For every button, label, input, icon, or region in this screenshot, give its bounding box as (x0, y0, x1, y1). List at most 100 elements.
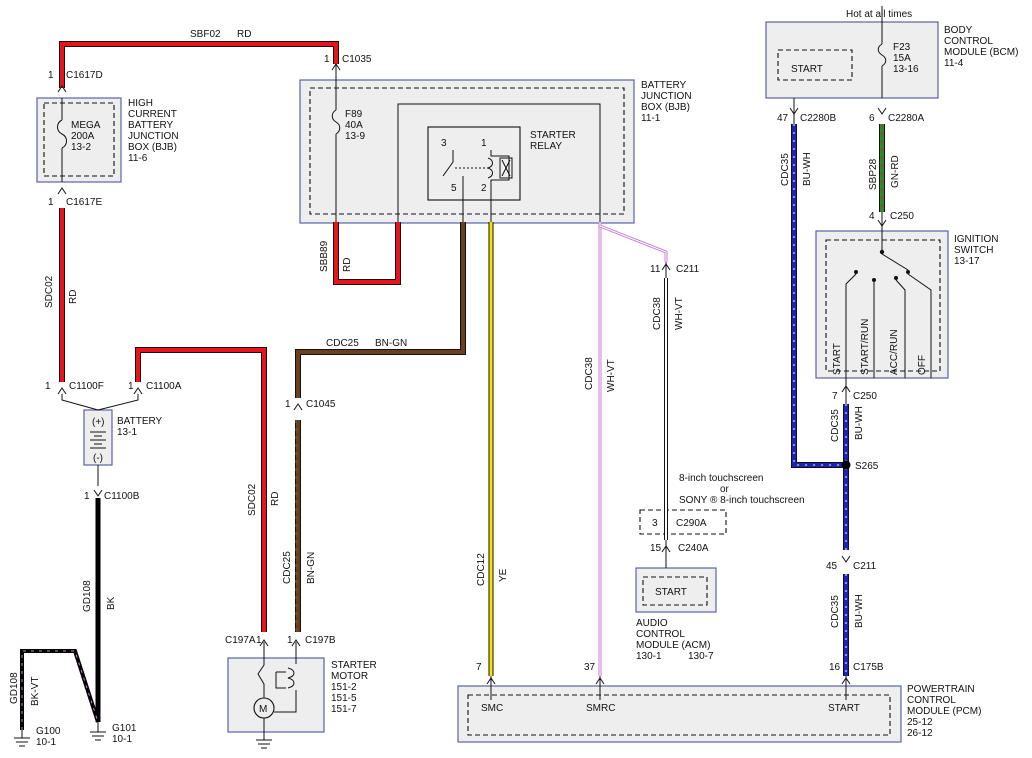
g100-ref: 10-1 (36, 737, 56, 748)
f89-name: F89 (345, 109, 363, 120)
c197a-name: C197A (225, 635, 256, 646)
pcm-title-1: POWERTRAIN (907, 684, 975, 695)
acm-title-3: MODULE (ACM) (636, 640, 710, 651)
ign-title-3: 13-17 (954, 256, 980, 267)
c2280a-name: C2280A (888, 113, 924, 124)
c197b-pin: 1 (287, 635, 293, 646)
battery-terminal-lines (61, 394, 139, 411)
c175b-start-pin: 16 (829, 662, 841, 673)
f23-rating: 15A (893, 53, 911, 64)
bcm-title-3: MODULE (BCM) (944, 47, 1018, 58)
connector-c1100f: 1 C1100F (45, 381, 104, 395)
connector-c1100a: 1 C1100A (128, 381, 182, 395)
hcbjb-title-6: 11-6 (128, 153, 148, 164)
cdc38-mid-circuit: CDC38 (584, 357, 595, 390)
mega-fuse-ref: 13-2 (71, 142, 91, 153)
sbp28-color: GN-RD (890, 155, 901, 188)
acm-ref-a: 130-1 (636, 651, 662, 662)
relay-pin-3: 3 (441, 138, 447, 149)
hcbjb-title-3: BATTERY (128, 120, 174, 131)
bcm-start-label: START (791, 64, 823, 75)
hcbjb-title-1: HIGH (128, 98, 153, 109)
hcbjb-title-5: BOX (BJB) (128, 142, 177, 153)
c1617e-pin: 1 (48, 197, 54, 208)
c1100b-pin: 1 (84, 491, 90, 502)
c250-top-name: C250 (890, 211, 914, 222)
starter-title-4: 151-5 (331, 693, 357, 704)
c175b-name: C175B (853, 662, 884, 673)
mega-fuse-name: MEGA (71, 120, 101, 131)
c250-low-pin: 7 (832, 391, 838, 402)
c1100a-name: C1100A (146, 381, 182, 392)
sbp28-circuit: SBP28 (868, 158, 879, 190)
connector-c211-top: 11 C211 (650, 263, 700, 275)
connector-c197a: C197A 1 (225, 635, 269, 647)
connector-c1045: 1 C1045 (285, 399, 336, 411)
starter-title-3: 151-2 (331, 682, 357, 693)
sbf02-circuit: SBF02 (190, 29, 221, 40)
f23-ref: 13-16 (893, 64, 919, 75)
starter-title-5: 151-7 (331, 704, 357, 715)
pcm-title-5: 26-12 (907, 728, 933, 739)
bjb-title-3: BOX (BJB) (641, 102, 690, 113)
bcm-title-2: CONTROL (944, 36, 993, 47)
c175b-smrc-pin: 37 (584, 662, 596, 673)
wire-cdc25-low: CDC25 BN-GN (282, 420, 317, 632)
c1035-name: C1035 (342, 54, 372, 65)
starter-motor: M STARTER MOTOR 151-2 151-5 151-7 (227, 642, 377, 749)
connector-c240a: 15 C240A (650, 543, 709, 554)
c197b-name: C197B (305, 635, 336, 646)
sdc02-left-circuit: SDC02 (44, 275, 55, 308)
hcbjb-title-2: CURRENT (128, 109, 177, 120)
motor-symbol: M (259, 704, 267, 715)
c211-top-name: C211 (676, 264, 700, 275)
cdc35-ign-circuit: CDC35 (830, 409, 841, 442)
acm-note-2: or (720, 484, 730, 495)
bjb-title-2: JUNCTION (641, 91, 692, 102)
c1035-pin: 1 (324, 54, 330, 65)
c1617d-name: C1617D (66, 70, 103, 81)
audio-control-module: 8-inch touchscreen or SONY ® 8-inch touc… (635, 473, 805, 662)
pcm-pin-smc: SMC (481, 703, 503, 714)
ign-title-1: IGNITION (954, 234, 998, 245)
battery-plus: (+) (92, 417, 105, 428)
ign-pos-off: OFF (917, 355, 928, 375)
c290a-pin: 3 (652, 518, 658, 529)
gd108-bk-circuit: GD108 (82, 580, 93, 612)
relay-pin-2: 2 (481, 183, 487, 194)
acm-note-1: 8-inch touchscreen (679, 473, 764, 484)
c1100a-pin: 1 (128, 381, 134, 392)
c240a-name: C240A (678, 543, 709, 554)
sdc02-mid-color: RD (270, 492, 281, 506)
cdc35-ign-color: BU-WH (854, 406, 865, 440)
cdc35-pcm-circuit: CDC35 (830, 595, 841, 628)
cdc12-color: YE (498, 568, 509, 582)
c211-low-pin: 45 (826, 561, 838, 572)
battery: (+) (-) BATTERY 13-1 (83, 409, 163, 466)
powertrain-control-module: SMC SMRC START POWERTRAIN CONTROL MODULE… (457, 684, 981, 743)
cdc12-circuit: CDC12 (476, 553, 487, 586)
cdc38-mid-color: WH-VT (606, 359, 617, 392)
bcm-title-4: 11-4 (944, 58, 964, 69)
c2280a-pin: 6 (869, 113, 875, 124)
g100-name: G100 (36, 726, 61, 737)
wire-cdc38-mid: CDC38 WH-VT (584, 222, 617, 676)
cdc35-bcm-color: BU-WH (802, 152, 813, 186)
bcm-top-note: Hot at all times (846, 9, 912, 20)
battery-title-1: BATTERY (117, 416, 163, 427)
gd108-bkvt-circuit: GD108 (9, 672, 20, 704)
connector-c1035: 1 C1035 (324, 54, 372, 71)
wire-sbp28: SBP28 GN-RD (868, 124, 901, 212)
cdc35-pcm-color: BU-WH (854, 594, 865, 628)
connector-c1100b: 1 C1100B (84, 489, 140, 502)
battery-junction-box: BATTERY JUNCTION BOX (BJB) 11-1 F89 40A … (299, 64, 692, 224)
wire-cdc12: CDC12 YE (476, 222, 509, 676)
pcm-pin-leads (490, 676, 847, 700)
sbb89-color: RD (342, 258, 353, 272)
c211-low-name: C211 (853, 561, 877, 572)
gd108-bkvt-color: BK-VT (30, 677, 41, 706)
acm-ref-b: 130-7 (688, 651, 714, 662)
f23-name: F23 (893, 42, 911, 53)
starter-title-1: STARTER (331, 660, 377, 671)
